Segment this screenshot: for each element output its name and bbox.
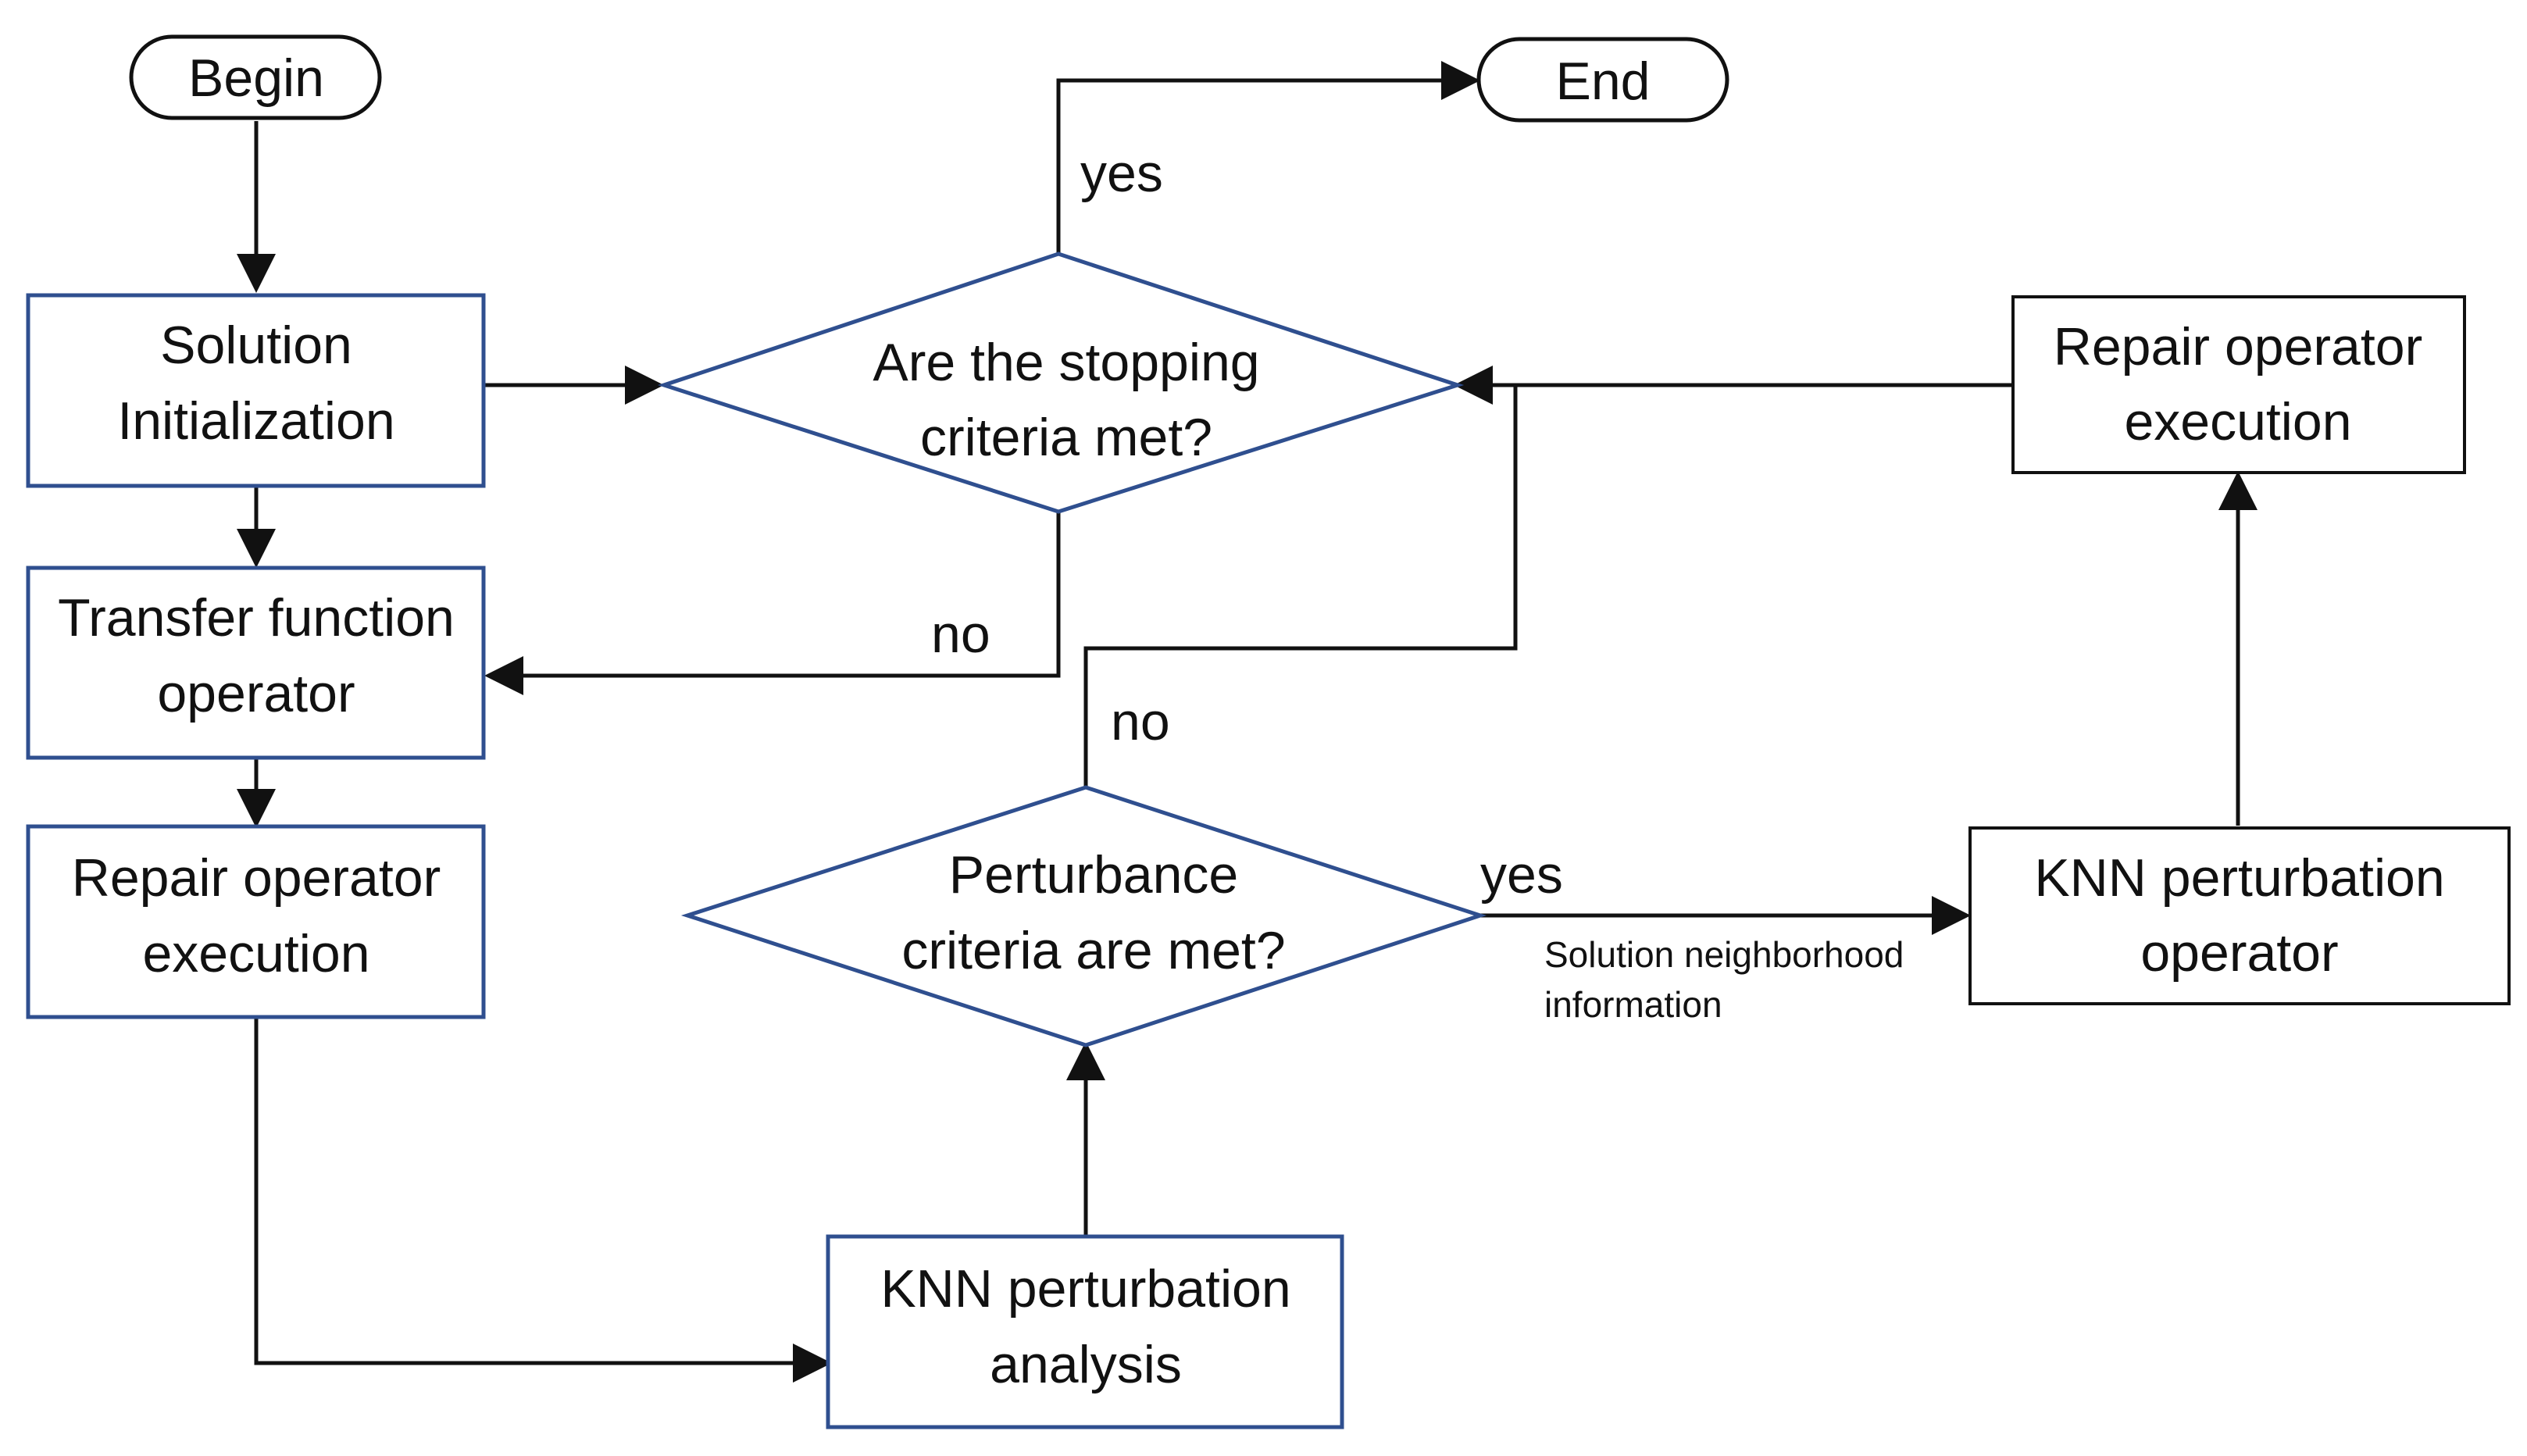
edge-stopping-no-to-transfer	[484, 512, 1061, 695]
repair-operator-right-line-2: execution	[2124, 392, 2351, 451]
perturbance-no-label: no	[1111, 692, 1170, 751]
perturbance-criteria-line-2: criteria are met?	[901, 921, 1285, 980]
solution-initialization-box: Solution Initialization	[26, 293, 486, 488]
stopping-criteria-line-1: Are the stopping	[873, 333, 1259, 392]
transfer-function-line-2: operator	[157, 664, 355, 723]
repair-operator-right-box: Repair operator execution	[2011, 295, 2466, 474]
repair-operator-left-line-2: execution	[142, 924, 369, 983]
stopping-criteria-decision: Are the stopping criteria met?	[657, 252, 1465, 514]
repair-operator-left-box: Repair operator execution	[26, 824, 486, 1019]
knn-analysis-line-2: analysis	[990, 1335, 1182, 1394]
end-label: End	[1556, 52, 1651, 111]
knn-analysis-box: KNN perturbation analysis	[826, 1234, 1344, 1429]
knn-analysis-line-1: KNN perturbation	[880, 1259, 1290, 1319]
solution-initialization-line-2: Initialization	[117, 391, 394, 451]
transfer-function-line-1: Transfer function	[58, 588, 455, 648]
end-terminal: End	[1476, 37, 1729, 123]
edge-perturbance-no-to-stopping	[1083, 385, 1518, 787]
begin-terminal: Begin	[129, 34, 382, 120]
stopping-no-label: no	[931, 605, 990, 664]
solution-initialization-line-1: Solution	[160, 316, 352, 375]
neighborhood-info-line-1: Solution neighborhood	[1544, 934, 1904, 975]
transfer-function-box: Transfer function operator	[26, 566, 486, 760]
stopping-yes-label: yes	[1080, 144, 1163, 203]
perturbance-yes-label: yes	[1480, 845, 1563, 905]
repair-operator-left-line-1: Repair operator	[72, 848, 441, 908]
edges	[237, 61, 2258, 1383]
begin-label: Begin	[188, 48, 324, 108]
stopping-criteria-line-2: criteria met?	[920, 408, 1212, 467]
knn-operator-box: KNN perturbation operator	[1968, 826, 2511, 1005]
edge-repair-to-knn-analysis	[254, 1017, 832, 1383]
perturbance-criteria-line-1: Perturbance	[949, 845, 1238, 905]
knn-operator-line-2: operator	[2140, 923, 2338, 983]
repair-operator-right-line-1: Repair operator	[2054, 317, 2422, 376]
knn-operator-line-1: KNN perturbation	[2034, 848, 2444, 908]
perturbance-criteria-decision: Perturbance criteria are met?	[680, 785, 1487, 1047]
edge-stopping-yes-to-end	[1056, 61, 1480, 254]
edge-labels: yes no no yes Solution neighborhood info…	[931, 144, 1904, 1025]
neighborhood-info-line-2: information	[1544, 984, 1722, 1025]
